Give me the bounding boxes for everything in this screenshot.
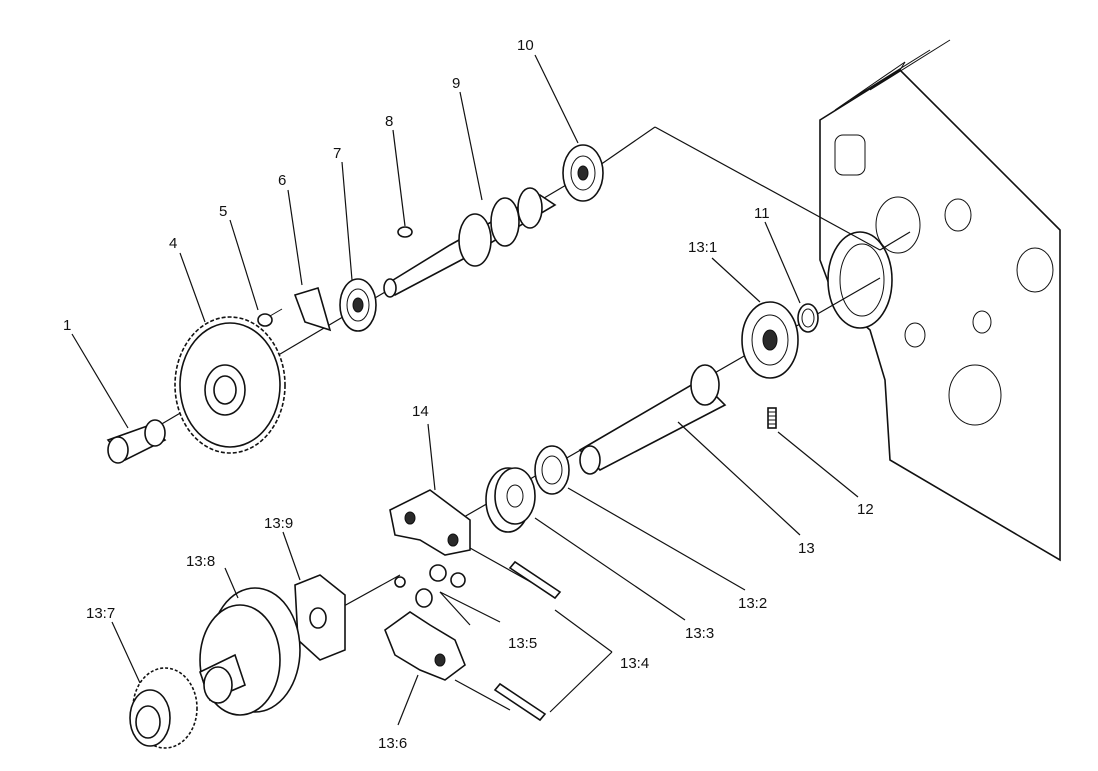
part-9-camshaft [383,187,557,298]
engine-block [819,39,1061,562]
part-13-shaft [578,364,727,475]
part-12-set-screw [767,407,777,429]
part-13-2-washer [534,445,570,495]
part-13-4-pins [493,560,562,722]
part-6-retainer [293,286,332,332]
part-7-bearing [339,278,377,332]
label-13: 13 [798,540,815,557]
part-8-key [397,226,413,238]
label-13-7: 13:7 [86,605,115,622]
label-13-6: 13:6 [378,735,407,752]
label-13-4: 13:4 [620,655,649,672]
leader-lines [71,54,859,726]
part-13-1-bearing [741,301,799,379]
part-13-9-flange [294,574,346,661]
label-13-2: 13:2 [738,595,767,612]
label-7: 7 [333,145,341,162]
part-13-3-collar [485,467,536,533]
label-9: 9 [452,75,460,92]
label-13-9: 13:9 [264,515,293,532]
part-13-6-bracket [384,611,466,681]
part-5-screw [257,308,283,327]
housing-bore [827,231,893,329]
label-13-1: 13:1 [688,239,717,256]
label-11: 11 [754,205,770,222]
label-6: 6 [278,172,286,189]
label-13-5: 13:5 [508,635,537,652]
part-13-8-hub [199,587,301,716]
label-14: 14 [412,403,429,420]
label-5: 5 [219,203,227,220]
part-labels: 1 4 5 6 7 8 9 10 11 13:1 12 13 13:2 13:3… [63,37,874,752]
part-4-gear [174,316,286,454]
label-12: 12 [857,501,874,518]
label-8: 8 [385,113,393,130]
label-13-8: 13:8 [186,553,215,570]
label-10: 10 [517,37,534,54]
part-13-5-nuts [394,564,466,608]
part-11-snap-ring [797,303,819,333]
part-14-bracket [389,489,471,556]
part-13-7-gear [129,667,198,749]
label-1: 1 [63,317,71,334]
label-4: 4 [169,235,177,252]
label-13-3: 13:3 [685,625,714,642]
part-1-sleeve [106,419,167,464]
part-10-bearing [562,144,604,202]
